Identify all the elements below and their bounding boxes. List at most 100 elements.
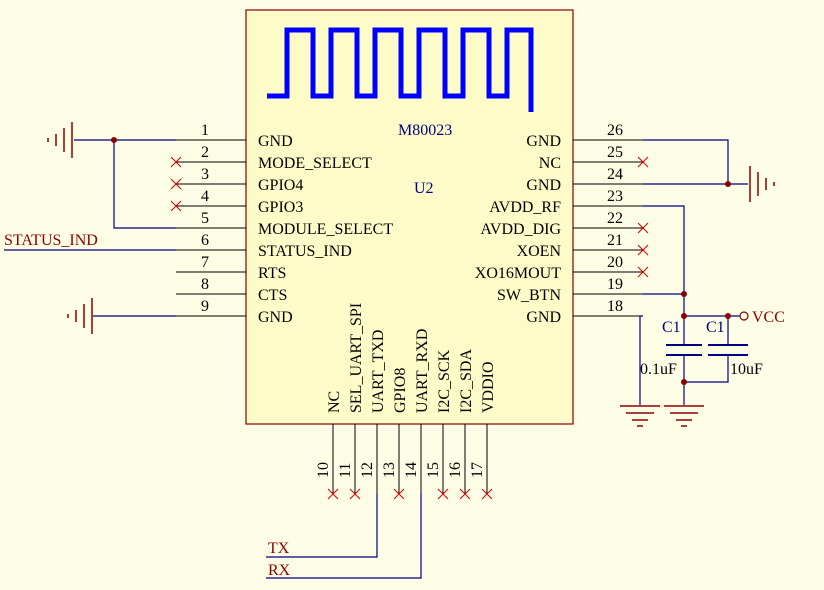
- left-pin-numbers: 1 2 3 4 5 6 7 8 9: [201, 122, 209, 315]
- pin-number: 1: [201, 122, 209, 139]
- pin-name: AVDD_RF: [489, 199, 561, 216]
- right-pin-names: GND NC GND AVDD_RF AVDD_DIG XOEN XO16MOU…: [475, 133, 562, 326]
- pin-number: 7: [201, 254, 209, 271]
- pin-number: 25: [607, 144, 623, 161]
- pin-number: 5: [201, 210, 209, 227]
- ground-symbols: [47, 122, 775, 427]
- designator: U2: [414, 180, 434, 197]
- junction-dot: [725, 181, 731, 187]
- left-pin-lines: [176, 139, 246, 317]
- pin-name: I2C_SDA: [458, 349, 475, 413]
- junctions: [111, 137, 731, 385]
- part-name: M80023: [398, 122, 452, 139]
- right-pin-lines: [573, 139, 643, 317]
- no-connect-icon: [637, 244, 649, 256]
- no-connect-icon: [481, 488, 493, 500]
- no-connect-markers: [170, 156, 649, 500]
- pin-number: 9: [201, 298, 209, 315]
- pin-number: 3: [201, 166, 209, 183]
- pin-number: 8: [201, 276, 209, 293]
- pin-name: MODULE_SELECT: [258, 221, 393, 238]
- pin-name: AVDD_DIG: [480, 221, 561, 238]
- pin-name: GND: [258, 309, 293, 326]
- pin-number: 14: [403, 462, 420, 478]
- pin-name: GND: [526, 133, 561, 150]
- pin-number: 22: [607, 210, 623, 227]
- bottom-pin-numbers: 10 11 12 13 14 15 16 17: [315, 462, 486, 478]
- pin-number: 4: [201, 188, 209, 205]
- no-connect-icon: [349, 488, 361, 500]
- no-connect-icon: [170, 178, 182, 190]
- ground-icon: [47, 122, 73, 158]
- no-connect-icon: [327, 488, 339, 500]
- ground-icon: [749, 166, 775, 202]
- pin-number: 6: [201, 232, 209, 249]
- pin-name: MODE_SELECT: [258, 155, 372, 172]
- pin-name: I2C_SCK: [436, 349, 453, 413]
- pin-name: GND: [526, 309, 561, 326]
- no-connect-icon: [637, 156, 649, 168]
- antenna-icon: [267, 27, 534, 112]
- pin-name: STATUS_IND: [258, 243, 352, 260]
- capacitor-ref: C1: [706, 319, 725, 336]
- pin-name: VDDIO: [480, 361, 497, 413]
- junction-dot: [725, 313, 731, 319]
- net-label-tx: TX: [268, 540, 290, 557]
- pin-number: 17: [469, 462, 486, 478]
- pin-number: 11: [337, 463, 354, 478]
- pin-name: NC: [539, 155, 561, 172]
- pin-number: 18: [607, 298, 623, 315]
- pin-number: 10: [315, 462, 332, 478]
- pin-number: 21: [607, 232, 623, 249]
- vcc-port-icon: [739, 311, 749, 321]
- pin-name: GPIO8: [392, 368, 409, 413]
- no-connect-icon: [637, 266, 649, 278]
- pin-number: 24: [607, 166, 623, 183]
- capacitor-plates: [666, 344, 748, 356]
- pin-name: NC: [326, 391, 343, 413]
- bottom-pin-lines: [332, 424, 488, 494]
- junction-dot: [111, 137, 117, 143]
- left-pin-names: GND MODE_SELECT GPIO4 GPIO3 MODULE_SELEC…: [258, 133, 393, 326]
- pin-name: GPIO3: [258, 199, 303, 216]
- pin-name: GND: [258, 133, 293, 150]
- pin-number: 15: [425, 462, 442, 478]
- no-connect-icon: [170, 156, 182, 168]
- pin-name: XOEN: [517, 243, 562, 260]
- net-label-status: STATUS_IND: [4, 232, 98, 249]
- pin-name: GND: [526, 177, 561, 194]
- no-connect-icon: [170, 200, 182, 212]
- pin-name: CTS: [258, 287, 287, 304]
- no-connect-icon: [637, 222, 649, 234]
- capacitor-value: 0.1uF: [640, 361, 677, 378]
- pin-number: 23: [607, 188, 623, 205]
- pin-number: 19: [607, 276, 623, 293]
- ground-icon: [664, 405, 704, 427]
- pin-number: 20: [607, 254, 623, 271]
- junction-dot: [681, 291, 687, 297]
- net-label-vcc: VCC: [752, 309, 785, 326]
- pin-number: 13: [381, 462, 398, 478]
- pin-number: 16: [447, 462, 464, 478]
- junction-dot: [681, 379, 687, 385]
- ground-icon: [620, 405, 660, 427]
- pin-number: 12: [359, 462, 376, 478]
- pin-name: SW_BTN: [497, 287, 561, 304]
- junction-dot: [681, 313, 687, 319]
- pin-name: GPIO4: [258, 177, 303, 194]
- pin-name: SEL_UART_SPI: [348, 303, 365, 413]
- pin-number: 2: [201, 144, 209, 161]
- pin-name: UART_TXD: [370, 330, 387, 413]
- pin-name: UART_RXD: [414, 329, 431, 413]
- ground-icon: [67, 298, 93, 334]
- pin-name: RTS: [258, 265, 286, 282]
- no-connect-icon: [393, 488, 405, 500]
- capacitor-value: 10uF: [730, 361, 763, 378]
- pin-name: XO16MOUT: [475, 265, 561, 282]
- no-connect-icon: [437, 488, 449, 500]
- pin-number: 26: [607, 122, 623, 139]
- no-connect-icon: [459, 488, 471, 500]
- capacitor-ref: C1: [662, 319, 681, 336]
- ic-body: [245, 9, 574, 425]
